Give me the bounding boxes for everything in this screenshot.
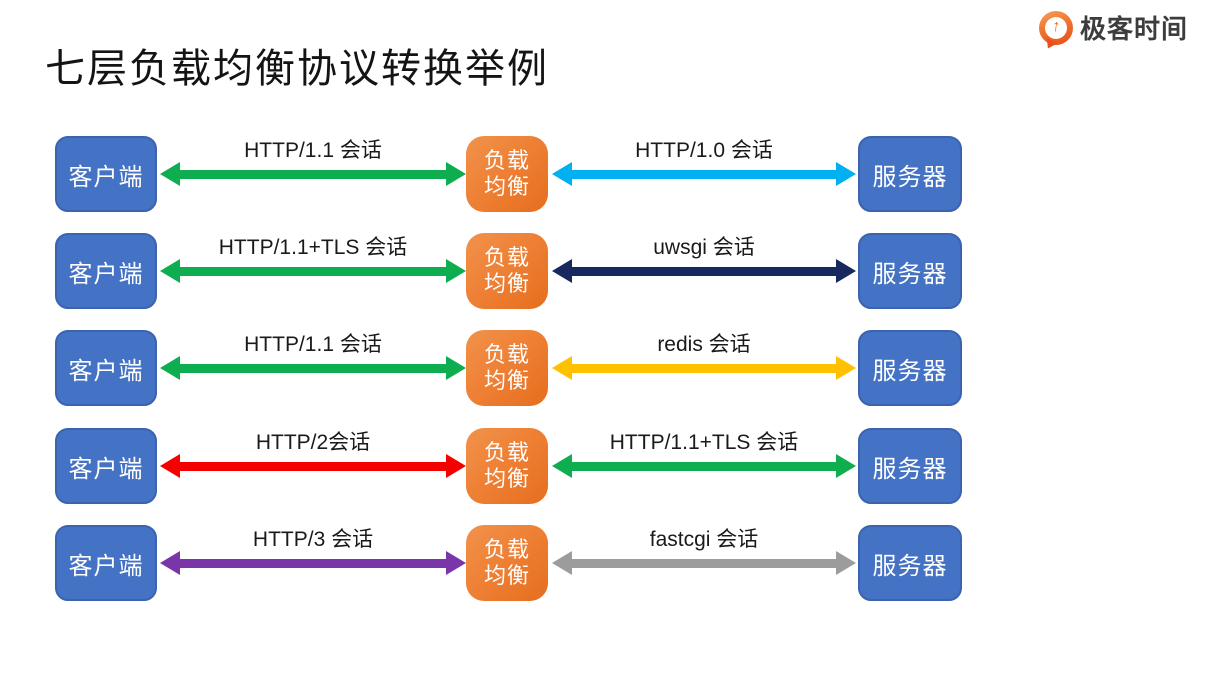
diagram-row: 客户端 HTTP/3 会话 负载 均衡 fastcgi 会话 服务器 — [0, 525, 1210, 601]
arrowhead-left-icon — [552, 259, 572, 283]
right-session-label: uwsgi 会话 — [653, 236, 755, 259]
load-balancer-node: 负载 均衡 — [466, 330, 548, 406]
left-session-label: HTTP/1.1 会话 — [244, 333, 382, 356]
right-session-arrow — [552, 551, 856, 575]
arrowhead-right-icon — [446, 551, 466, 575]
arrow-shaft — [180, 266, 446, 276]
left-session-label: HTTP/3 会话 — [252, 528, 374, 551]
arrow-shaft — [572, 363, 836, 373]
arrowhead-right-icon — [446, 356, 466, 380]
load-balancer-node: 负载 均衡 — [466, 428, 548, 504]
arrowhead-left-icon — [160, 356, 180, 380]
load-balancer-node: 负载 均衡 — [466, 233, 548, 309]
arrow-shaft — [572, 266, 836, 276]
client-node: 客户端 — [55, 525, 157, 601]
server-node: 服务器 — [858, 428, 962, 504]
geektime-logo: ↑ 极客时间 — [1038, 9, 1188, 46]
arrowhead-right-icon — [836, 356, 856, 380]
right-session-label: HTTP/1.0 会话 — [635, 139, 773, 162]
right-session-arrow — [552, 454, 856, 478]
load-balancer-label-line1: 负载 — [483, 341, 530, 367]
left-session-label: HTTP/2会话 — [255, 431, 371, 454]
diagram-row: 客户端 HTTP/1.1+TLS 会话 负载 均衡 uwsgi 会话 服务器 — [0, 233, 1210, 309]
arrow-shaft — [180, 169, 446, 179]
load-balancer-label-line2: 均衡 — [483, 271, 530, 296]
right-session-arrow — [552, 162, 856, 186]
right-session-arrow — [552, 356, 856, 380]
arrowhead-right-icon — [836, 551, 856, 575]
load-balancer-label-line2: 均衡 — [483, 174, 530, 199]
load-balancer-label-line1: 负载 — [483, 147, 530, 173]
arrowhead-left-icon — [160, 162, 180, 186]
left-session-arrow — [160, 259, 466, 283]
load-balancer-label-line2: 均衡 — [483, 563, 530, 588]
right-session-label: HTTP/1.1+TLS 会话 — [609, 431, 799, 454]
server-node: 服务器 — [858, 525, 962, 601]
arrowhead-left-icon — [552, 162, 572, 186]
left-session-arrow — [160, 162, 466, 186]
diagram-row: 客户端 HTTP/2会话 负载 均衡 HTTP/1.1+TLS 会话 服务器 — [0, 428, 1210, 504]
client-node: 客户端 — [55, 428, 157, 504]
left-session-arrow — [160, 551, 466, 575]
server-node: 服务器 — [858, 136, 962, 212]
arrow-shaft — [180, 558, 446, 568]
load-balancer-label-line1: 负载 — [483, 536, 530, 562]
diagram-row: 客户端 HTTP/1.1 会话 负载 均衡 HTTP/1.0 会话 服务器 — [0, 136, 1210, 212]
arrowhead-left-icon — [552, 356, 572, 380]
geektime-logo-text: 极客时间 — [1079, 14, 1188, 44]
geektime-pin-icon: ↑ — [1038, 10, 1073, 45]
arrowhead-right-icon — [836, 259, 856, 283]
arrowhead-right-icon — [446, 259, 466, 283]
arrowhead-left-icon — [552, 551, 572, 575]
right-session-label: redis 会话 — [657, 333, 751, 356]
arrowhead-left-icon — [160, 454, 180, 478]
arrow-shaft — [572, 169, 836, 179]
arrowhead-right-icon — [446, 162, 466, 186]
client-node: 客户端 — [55, 233, 157, 309]
left-session-arrow — [160, 454, 466, 478]
arrowhead-right-icon — [836, 454, 856, 478]
right-session-label: fastcgi 会话 — [649, 528, 759, 551]
right-session-arrow — [552, 259, 856, 283]
arrow-shaft — [572, 558, 836, 568]
left-session-arrow — [160, 356, 466, 380]
load-balancer-label-line2: 均衡 — [483, 466, 530, 491]
server-node: 服务器 — [858, 233, 962, 309]
arrowhead-left-icon — [160, 259, 180, 283]
load-balancer-label-line1: 负载 — [483, 439, 530, 465]
load-balancer-node: 负载 均衡 — [466, 136, 548, 212]
load-balancer-label-line2: 均衡 — [483, 368, 530, 393]
load-balancer-label-line1: 负载 — [483, 244, 530, 270]
left-session-label: HTTP/1.1+TLS 会话 — [218, 236, 408, 259]
geektime-pin-icon-inner: ↑ — [1044, 16, 1067, 39]
arrowhead-right-icon — [836, 162, 856, 186]
server-node: 服务器 — [858, 330, 962, 406]
page-title: 七层负载均衡协议转换举例 — [45, 47, 549, 91]
diagram-row: 客户端 HTTP/1.1 会话 负载 均衡 redis 会话 服务器 — [0, 330, 1210, 406]
arrow-shaft — [180, 363, 446, 373]
arrow-shaft — [180, 461, 446, 471]
arrowhead-left-icon — [552, 454, 572, 478]
load-balancer-node: 负载 均衡 — [466, 525, 548, 601]
client-node: 客户端 — [55, 330, 157, 406]
arrowhead-right-icon — [446, 454, 466, 478]
arrow-shaft — [572, 461, 836, 471]
arrowhead-left-icon — [160, 551, 180, 575]
left-session-label: HTTP/1.1 会话 — [244, 139, 382, 162]
client-node: 客户端 — [55, 136, 157, 212]
